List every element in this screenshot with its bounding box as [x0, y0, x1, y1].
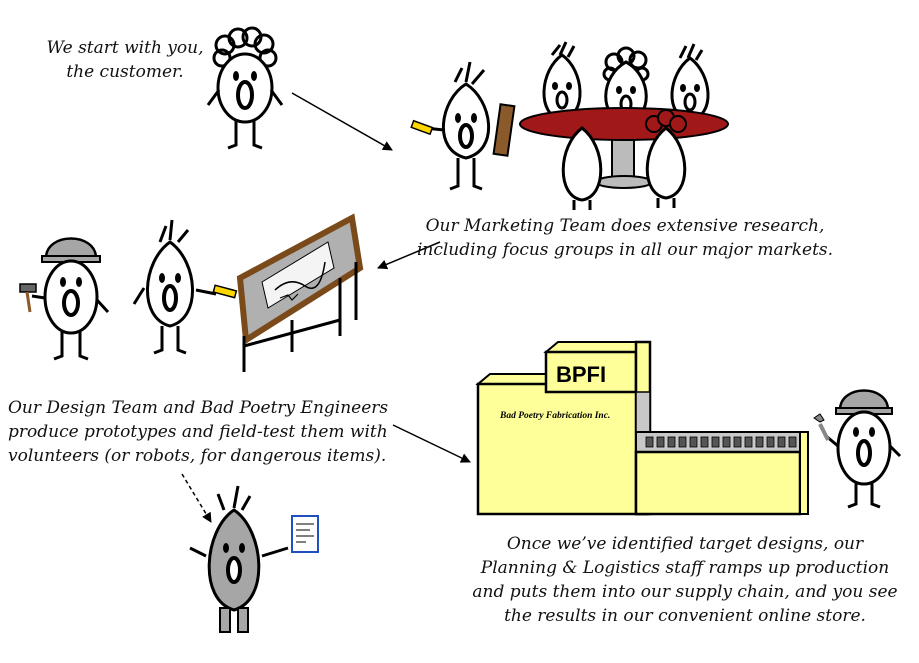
customer-figure: [206, 26, 284, 150]
caption-customer-line: the customer.: [66, 62, 184, 82]
conveyor-roller: [722, 436, 731, 448]
conveyor-roller: [766, 436, 775, 448]
arrow-design-to-factory: [392, 424, 471, 463]
conveyor-roller: [656, 436, 665, 448]
caption-planning-line: and puts them into our supply chain, and…: [472, 582, 898, 602]
robot-volunteer: [189, 485, 319, 633]
conveyor-roller: [788, 436, 797, 448]
test-sheet-icon: [291, 515, 319, 553]
bpfi-factory: [475, 340, 809, 516]
caption-design-line: Our Design Team and Bad Poetry Engineers: [8, 398, 389, 418]
caption-planning: Once we’ve identified target designs, ou…: [455, 532, 915, 628]
conveyor-roller: [689, 436, 698, 448]
caption-marketing-line: Our Marketing Team does extensive resear…: [425, 216, 825, 236]
conveyor-roller: [678, 436, 687, 448]
focus-group-table: [519, 107, 729, 141]
caption-planning-line: Planning & Logistics staff ramps up prod…: [480, 558, 890, 578]
engineer-figure: [19, 237, 110, 361]
caption-marketing: Our Marketing Team does extensive resear…: [405, 214, 845, 262]
factory-sign: BPFI: [556, 362, 606, 387]
marketing-presenter: [410, 61, 516, 191]
designer-figure: [132, 219, 238, 355]
logistics-worker: [813, 389, 902, 509]
caption-planning-line: Once we’ve identified target designs, ou…: [506, 534, 864, 554]
caption-planning-line: the results in our convenient online sto…: [504, 606, 866, 626]
conveyor-roller: [755, 436, 764, 448]
drafting-table: [236, 213, 364, 372]
conveyor-roller: [777, 436, 786, 448]
arrow-marketing-to-design: [377, 241, 441, 270]
design-team: [19, 213, 364, 372]
wrench-icon: [813, 413, 830, 441]
conveyor-roller: [733, 436, 742, 448]
marketing-team: [410, 41, 729, 210]
caption-customer: We start with you, the customer.: [20, 36, 230, 84]
conveyor-roller: [645, 436, 654, 448]
conveyor-roller: [711, 436, 720, 448]
caption-design: Our Design Team and Bad Poetry Engineers…: [8, 396, 389, 468]
conveyor-roller: [744, 436, 753, 448]
conveyor-roller: [667, 436, 676, 448]
factory-subtitle: Bad Poetry Fabrication Inc.: [499, 411, 610, 421]
caption-marketing-line: including focus groups in all our major …: [416, 240, 834, 260]
conveyor-belt: [645, 436, 797, 448]
caption-customer-line: We start with you,: [46, 38, 204, 58]
caption-design-line: volunteers (or robots, for dangerous ite…: [8, 446, 387, 466]
conveyor-roller: [700, 436, 709, 448]
caption-design-line: produce prototypes and field-test them w…: [8, 422, 388, 442]
arrow-customer-to-marketing: [291, 92, 393, 151]
arrow-design-to-robot: [181, 473, 212, 523]
